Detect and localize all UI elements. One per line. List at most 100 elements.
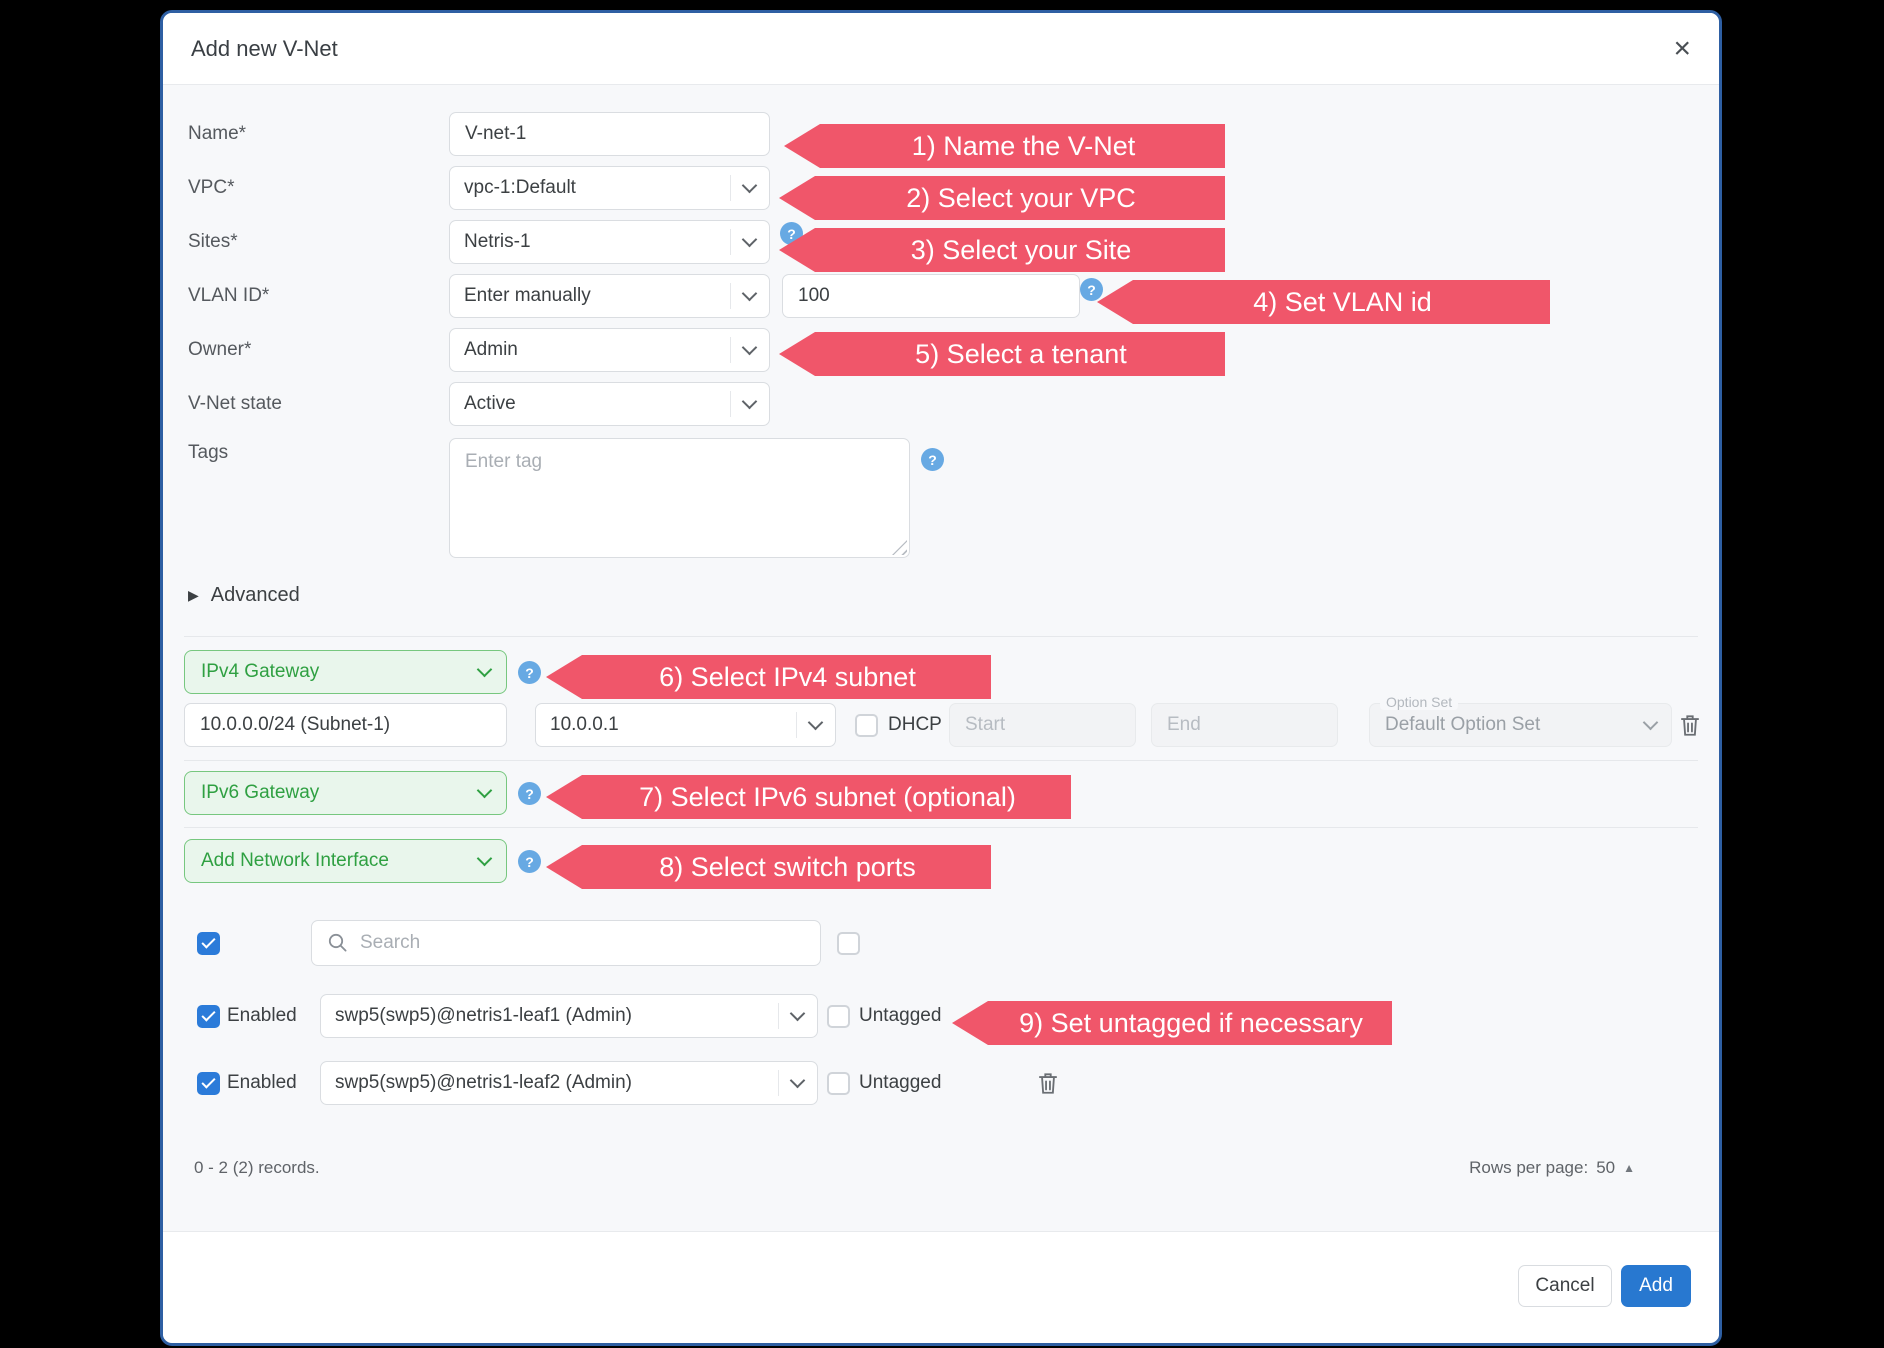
name-input[interactable] bbox=[449, 112, 770, 156]
chevron-down-icon bbox=[476, 661, 493, 678]
ipv6-gateway-button[interactable]: IPv6 Gateway bbox=[184, 771, 507, 815]
vnet-state-select[interactable]: Active bbox=[449, 382, 770, 426]
port1-select[interactable]: swp5(swp5)@netris1-leaf1 (Admin) bbox=[320, 994, 818, 1038]
option-set-select[interactable]: Option Set Default Option Set bbox=[1369, 694, 1672, 747]
vlan-mode-value: Enter manually bbox=[464, 285, 591, 306]
add-network-interface-button[interactable]: Add Network Interface bbox=[184, 839, 507, 883]
callout-ipv6: 7) Select IPv6 subnet (optional) bbox=[546, 775, 1071, 819]
select-divider bbox=[778, 1003, 779, 1029]
port2-select[interactable]: swp5(swp5)@netris1-leaf2 (Admin) bbox=[320, 1061, 818, 1105]
rows-per-page-label: Rows per page: bbox=[1469, 1158, 1589, 1177]
ipv4-gateway-button[interactable]: IPv4 Gateway bbox=[184, 650, 507, 694]
dhcp-label: DHCP bbox=[888, 714, 942, 735]
callout-owner: 5) Select a tenant bbox=[779, 332, 1225, 376]
select-all-checkbox[interactable] bbox=[197, 932, 220, 955]
chevron-down-icon bbox=[789, 1072, 806, 1089]
help-icon[interactable]: ? bbox=[1080, 278, 1103, 301]
ipv4-gateway-label: IPv4 Gateway bbox=[201, 661, 320, 682]
vpc-select[interactable]: vpc-1:Default bbox=[449, 166, 770, 210]
select-divider bbox=[730, 337, 731, 363]
header-untagged-checkbox[interactable] bbox=[837, 932, 860, 955]
cancel-button[interactable]: Cancel bbox=[1518, 1264, 1612, 1307]
section-divider bbox=[184, 636, 1698, 637]
callout-name: 1) Name the V-Net bbox=[784, 124, 1225, 168]
chevron-down-icon bbox=[1642, 714, 1659, 731]
dhcp-end-input[interactable] bbox=[1151, 703, 1338, 747]
select-divider bbox=[730, 229, 731, 255]
advanced-toggle[interactable]: ▶ Advanced bbox=[188, 584, 300, 607]
option-set-value: Default Option Set bbox=[1385, 714, 1541, 735]
chevron-down-icon bbox=[807, 714, 824, 731]
page-title: Add new V-Net bbox=[191, 35, 338, 61]
chevron-down-icon bbox=[741, 339, 758, 356]
chevron-down-icon bbox=[741, 393, 758, 410]
select-divider bbox=[778, 1070, 779, 1096]
sites-label: Sites* bbox=[188, 231, 238, 252]
chevron-down-icon bbox=[476, 782, 493, 799]
rows-per-page-value[interactable]: 50 bbox=[1596, 1158, 1616, 1177]
caret-up-icon: ▲ bbox=[1623, 1161, 1635, 1175]
select-divider bbox=[730, 283, 731, 309]
gateway-ip-value: 10.0.0.1 bbox=[550, 714, 619, 735]
section-divider bbox=[184, 760, 1698, 761]
help-icon[interactable]: ? bbox=[518, 661, 541, 684]
option-set-label: Option Set bbox=[1380, 694, 1459, 710]
add-network-interface-label: Add Network Interface bbox=[201, 850, 389, 871]
callout-ipv4: 6) Select IPv4 subnet bbox=[546, 655, 991, 699]
add-button[interactable]: Add bbox=[1621, 1264, 1691, 1307]
trash-icon[interactable] bbox=[1677, 712, 1703, 738]
dialog-body: Name* 1) Name the V-Net VPC* vpc-1:Defau… bbox=[163, 85, 1719, 1231]
port1-select-value: swp5(swp5)@netris1-leaf1 (Admin) bbox=[335, 1005, 632, 1026]
chevron-down-icon bbox=[476, 850, 493, 867]
callout-sites: 3) Select your Site bbox=[779, 228, 1225, 272]
owner-select[interactable]: Admin bbox=[449, 328, 770, 372]
port2-untagged-label: Untagged bbox=[859, 1072, 942, 1093]
port2-enabled-checkbox[interactable] bbox=[197, 1072, 220, 1095]
tags-textarea[interactable] bbox=[449, 438, 910, 558]
chevron-down-icon bbox=[789, 1005, 806, 1022]
callout-switch-ports: 8) Select switch ports bbox=[546, 845, 991, 889]
callout-vpc: 2) Select your VPC bbox=[779, 176, 1225, 220]
search-input[interactable] bbox=[311, 920, 821, 966]
vlan-id-input[interactable] bbox=[782, 274, 1080, 318]
callout-vlan: 4) Set VLAN id bbox=[1097, 280, 1550, 324]
callout-untagged: 9) Set untagged if necessary bbox=[952, 1001, 1392, 1045]
help-icon[interactable]: ? bbox=[921, 448, 944, 471]
expand-triangle-icon: ▶ bbox=[188, 587, 199, 603]
name-label: Name* bbox=[188, 123, 247, 144]
port2-select-value: swp5(swp5)@netris1-leaf2 (Admin) bbox=[335, 1072, 632, 1093]
port1-untagged-label: Untagged bbox=[859, 1005, 942, 1026]
port2-untagged-checkbox[interactable] bbox=[827, 1072, 850, 1095]
dhcp-start-input[interactable] bbox=[949, 703, 1136, 747]
vpc-label: VPC* bbox=[188, 177, 235, 198]
vlan-label: VLAN ID* bbox=[188, 285, 270, 306]
sites-select-value: Netris-1 bbox=[464, 231, 531, 252]
tags-label: Tags bbox=[188, 442, 229, 463]
select-divider bbox=[796, 712, 797, 738]
ipv4-subnet-input[interactable] bbox=[184, 703, 507, 747]
vpc-select-value: vpc-1:Default bbox=[464, 177, 576, 198]
chevron-down-icon bbox=[741, 177, 758, 194]
dhcp-checkbox[interactable] bbox=[855, 714, 878, 737]
vlan-mode-select[interactable]: Enter manually bbox=[449, 274, 770, 318]
port2-enabled-label: Enabled bbox=[227, 1072, 297, 1093]
search-icon bbox=[328, 933, 347, 952]
close-icon[interactable]: × bbox=[1673, 31, 1691, 65]
state-label: V-Net state bbox=[188, 393, 282, 414]
help-icon[interactable]: ? bbox=[518, 782, 541, 805]
port1-enabled-label: Enabled bbox=[227, 1005, 297, 1026]
section-divider bbox=[184, 827, 1698, 828]
select-divider bbox=[730, 391, 731, 417]
trash-icon[interactable] bbox=[1035, 1070, 1061, 1096]
ipv6-gateway-label: IPv6 Gateway bbox=[201, 782, 320, 803]
advanced-label: Advanced bbox=[210, 584, 300, 606]
dialog-header: Add new V-Net × bbox=[163, 13, 1719, 85]
port1-untagged-checkbox[interactable] bbox=[827, 1005, 850, 1028]
add-vnet-dialog: Add new V-Net × Name* 1) Name the V-Net … bbox=[160, 10, 1722, 1346]
rows-per-page[interactable]: Rows per page: 50 ▲ bbox=[1469, 1158, 1635, 1178]
port1-enabled-checkbox[interactable] bbox=[197, 1005, 220, 1028]
help-icon[interactable]: ? bbox=[518, 850, 541, 873]
sites-select[interactable]: Netris-1 bbox=[449, 220, 770, 264]
gateway-ip-select[interactable]: 10.0.0.1 bbox=[535, 703, 836, 747]
